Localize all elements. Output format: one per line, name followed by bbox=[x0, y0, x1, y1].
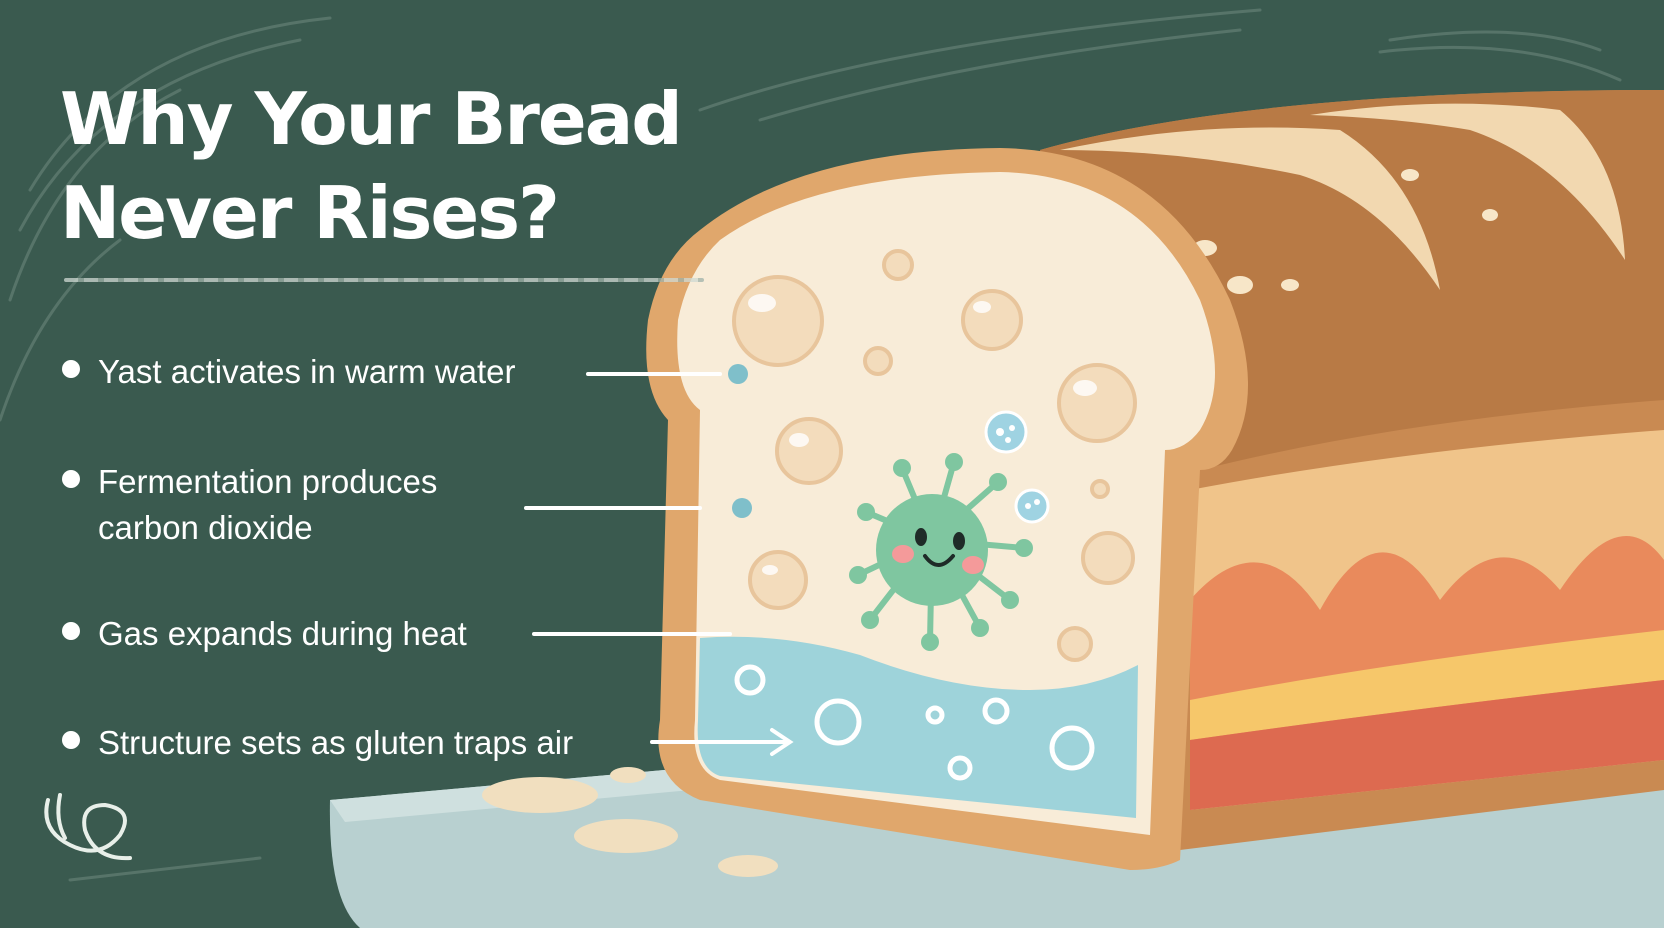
title-line-2: Never Rises? bbox=[60, 171, 560, 255]
bullet-dot-icon bbox=[62, 731, 80, 749]
water-bubbles bbox=[734, 664, 1095, 781]
chalk-strokes bbox=[0, 8, 1622, 882]
bullet-item: Structure sets as gluten traps air bbox=[62, 720, 573, 766]
title-underline bbox=[64, 278, 704, 282]
bullet-item: Yast activates in warm water bbox=[62, 349, 516, 395]
pointer-lines bbox=[524, 372, 794, 756]
swirl-doodle-icon bbox=[44, 793, 132, 861]
bullet-text: Gas expands during heat bbox=[98, 615, 467, 652]
bullet-dot-icon bbox=[62, 470, 80, 488]
bullet-text: Yast activates in warm water bbox=[98, 353, 516, 390]
bullet-text: Structure sets as gluten traps air bbox=[98, 724, 574, 761]
title-line-1: Why Your Bread bbox=[60, 77, 683, 161]
bubble-icon bbox=[984, 410, 1050, 524]
bullet-item: Gas expands during heat bbox=[62, 611, 467, 657]
bullet-list: Yast activates in warm water Fermentatio… bbox=[62, 0, 862, 928]
bullet-text-line-2: carbon dioxide bbox=[98, 509, 313, 546]
arrow-icon bbox=[770, 728, 794, 756]
bullet-text-line-1: Fermentation produces bbox=[98, 463, 438, 500]
water-layer bbox=[697, 636, 1138, 818]
page-title: Why Your Bread Never Rises? bbox=[60, 72, 760, 260]
yeast-character-icon bbox=[849, 453, 1033, 651]
bullet-text: Fermentation produces carbon dioxide bbox=[98, 459, 437, 551]
crumbs bbox=[482, 767, 778, 877]
bullet-dot-icon bbox=[62, 360, 80, 378]
air-bubbles bbox=[732, 249, 1137, 662]
bullet-item: Fermentation produces carbon dioxide bbox=[62, 459, 437, 551]
bullet-dot-icon bbox=[62, 622, 80, 640]
